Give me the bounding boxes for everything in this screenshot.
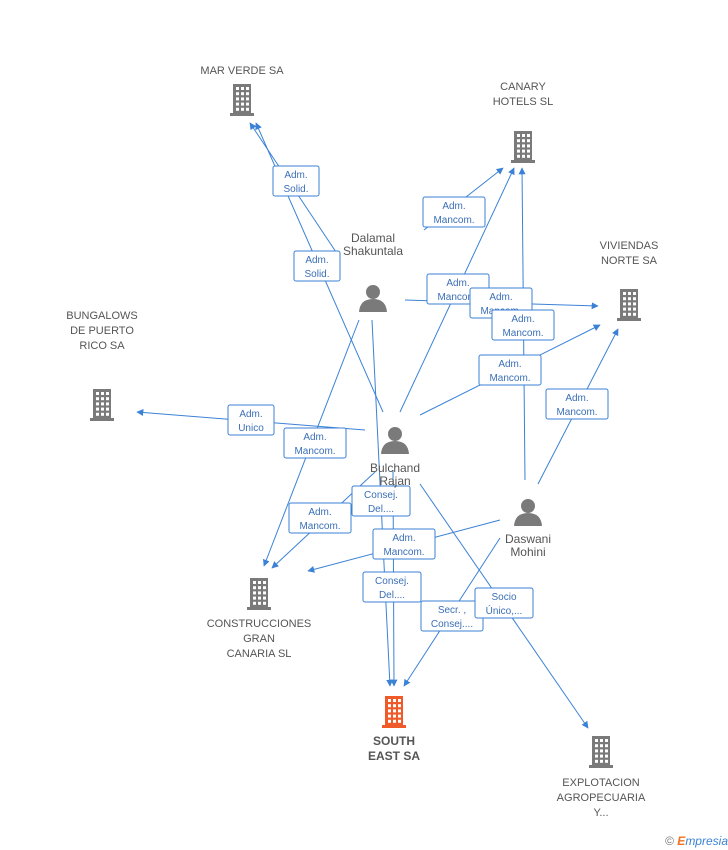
building-icon xyxy=(230,84,254,116)
node-canary[interactable]: CANARY HOTELS SL xyxy=(493,81,554,163)
edge-label-text: Adm. xyxy=(284,170,307,181)
node-label: Mohini xyxy=(510,545,545,559)
edge-label[interactable]: Adm. Unico xyxy=(227,404,275,436)
building-icon xyxy=(589,736,613,768)
building-icon xyxy=(617,289,641,321)
node-label: EXPLOTACION xyxy=(562,777,639,789)
edge-label-text: Consej.... xyxy=(431,619,473,630)
edge-label-text: Solid. xyxy=(304,269,329,280)
node-label: CONSTRUCCIONES xyxy=(207,618,312,630)
node-label: Rajan xyxy=(379,474,410,488)
edge-labels-layer: Adm. Solid. Adm. Solid. Adm. Mancom. Adm. Manco… xyxy=(227,165,609,632)
edge-label-text: Del.... xyxy=(368,504,394,515)
node-bungalows[interactable]: BUNGALOWS DE PUERTO RICO SA xyxy=(66,310,138,421)
edge-label-text: Mancom. xyxy=(437,292,478,303)
edge-label[interactable]: SocioÚnico,... xyxy=(474,587,534,619)
edge-label[interactable]: Adm. Mancom. xyxy=(372,528,436,560)
edge-label[interactable]: Adm. Mancom. xyxy=(422,196,486,228)
edge-label-text: Mancom. xyxy=(433,215,474,226)
edge-label-text: Mancom. xyxy=(299,521,340,532)
copyright-symbol: © xyxy=(665,834,674,848)
edge-label-text: Adm. xyxy=(511,314,534,325)
node-viviendas[interactable]: VIVIENDAS NORTE SA xyxy=(600,240,659,321)
edge-label[interactable]: Adm. Mancom. xyxy=(545,388,609,420)
edge-label-text: Único,... xyxy=(486,604,523,617)
node-label: EAST SA xyxy=(368,749,420,763)
edge-label-text: Solid. xyxy=(283,184,308,195)
person-icon xyxy=(514,499,542,526)
edge-label-text: Mancom. xyxy=(294,446,335,457)
person-icon xyxy=(381,427,409,454)
node-label: HOTELS SL xyxy=(493,96,554,108)
node-label: Bulchand xyxy=(370,461,420,475)
footer-brand[interactable]: © Empresia xyxy=(665,834,728,848)
edge-label-text: Mancom. xyxy=(489,373,530,384)
edge-label[interactable]: Secr. , Consej.... xyxy=(420,600,484,632)
edges-layer xyxy=(136,122,619,729)
edge-label[interactable]: Consej. Del.... xyxy=(351,485,411,517)
node-label: SOUTH xyxy=(373,734,415,748)
node-label: VIVIENDAS xyxy=(600,240,659,252)
edge-label-text: Consej. xyxy=(364,490,398,501)
edge-label-text: Adm. xyxy=(498,359,521,370)
edge-label-text: Unico xyxy=(238,423,264,434)
edge-label-text: Del.... xyxy=(379,590,405,601)
edge-label-text: Socio xyxy=(491,592,516,603)
edge-label-text: Adm. xyxy=(303,432,326,443)
edge-label-text: Mancom. xyxy=(556,407,597,418)
node-label: RICO SA xyxy=(79,340,125,352)
edge-label-text: Mancom. xyxy=(502,328,543,339)
node-explotacion[interactable]: EXPLOTACION AGROPECUARIA Y... xyxy=(557,736,646,819)
edge-label-text: Adm. xyxy=(442,201,465,212)
edge-label[interactable]: Adm. Mancom. xyxy=(491,309,555,341)
edge-label-text: Secr. , xyxy=(438,605,466,616)
edge-label-text: Mancom. xyxy=(383,547,424,558)
nodes-layer: MAR VERDE SA CANARY HOTELS SL VIVIENDAS NORT… xyxy=(66,65,658,819)
edge-label[interactable]: Consej. Del.... xyxy=(362,571,422,603)
node-label: Dalamal xyxy=(351,231,395,245)
edge-label-text: Consej. xyxy=(375,576,409,587)
node-label: AGROPECUARIA xyxy=(557,792,646,804)
building-icon xyxy=(511,131,535,163)
edge-label[interactable]: Adm. Mancom. xyxy=(478,354,542,386)
node-label: CANARY xyxy=(500,81,546,93)
node-label: DE PUERTO xyxy=(70,325,134,337)
node-label: BUNGALOWS xyxy=(66,310,138,322)
building-icon xyxy=(90,389,114,421)
edge-label-text: Adm. xyxy=(392,533,415,544)
building-icon xyxy=(382,696,406,728)
node-label: GRAN xyxy=(243,633,275,645)
edge-label-text: Adm. xyxy=(239,409,262,420)
edge-label-text: Adm. xyxy=(305,255,328,266)
node-label: NORTE SA xyxy=(601,255,658,267)
node-label: Shakuntala xyxy=(343,244,403,258)
person-icon xyxy=(359,285,387,312)
edge-label-text: Adm. xyxy=(489,292,512,303)
edge-label-text: Adm. xyxy=(565,393,588,404)
node-construcciones[interactable]: CONSTRUCCIONES GRAN CANARIA SL xyxy=(207,578,312,660)
edge-label[interactable]: Adm. Solid. xyxy=(272,165,320,197)
edge-label-text: Adm. xyxy=(308,507,331,518)
edge-label[interactable]: Adm. Solid. xyxy=(293,250,341,282)
node-label: CANARIA SL xyxy=(227,648,292,660)
edge-label-text: Adm. xyxy=(446,278,469,289)
edge-label[interactable]: Adm. Mancom. xyxy=(288,502,352,534)
brand-name: mpresia xyxy=(685,834,728,848)
node-label: Daswani xyxy=(505,532,551,546)
edge-label[interactable]: Adm. Mancom. xyxy=(283,427,347,459)
node-label: MAR VERDE SA xyxy=(200,65,284,77)
brand-initial: E xyxy=(677,834,686,848)
node-mar-verde[interactable]: MAR VERDE SA xyxy=(200,65,284,116)
building-icon xyxy=(247,578,271,610)
node-label: Y... xyxy=(593,807,608,819)
